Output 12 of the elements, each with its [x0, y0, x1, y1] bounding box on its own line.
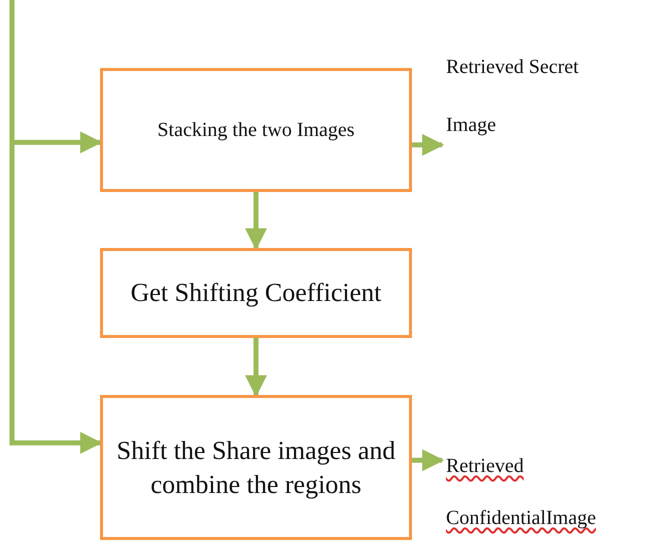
process-box [100, 395, 412, 540]
arrow [412, 449, 444, 472]
process-box [100, 68, 412, 192]
output-label: Retrieved ConfidentialImage [446, 455, 596, 529]
arrow [245, 192, 267, 250]
arrow [245, 338, 267, 398]
step-label: Stacking the two Images [157, 118, 355, 143]
step-label: Shift the Share images and combine the regions [116, 434, 396, 501]
process-box [100, 248, 412, 338]
output-label: Retrieved Secret Image [446, 56, 579, 136]
arrow [412, 134, 444, 156]
step-label: Get Shifting Coefficient [130, 277, 382, 310]
